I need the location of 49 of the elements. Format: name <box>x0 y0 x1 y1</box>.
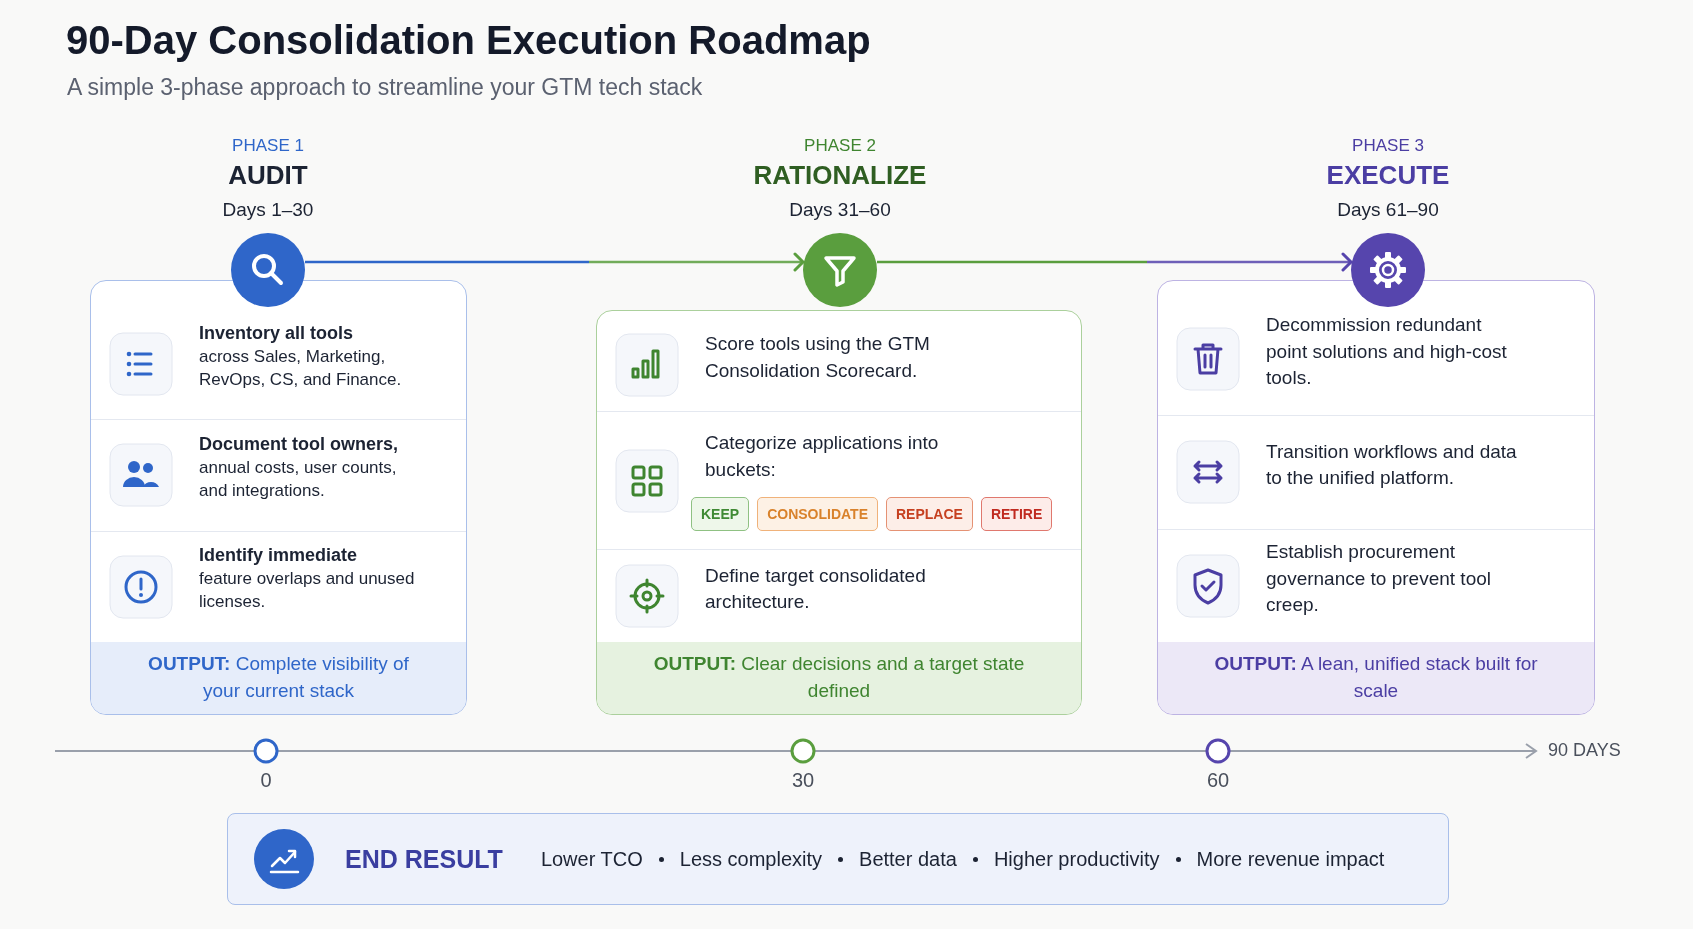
phase-days: Days 31–60 <box>789 199 891 221</box>
category-tag: KEEP <box>691 497 750 532</box>
tick-label: 0 <box>260 769 272 792</box>
tick-label: 60 <box>1206 769 1230 792</box>
result-item: Better data <box>859 847 957 871</box>
item-heading: Identify immediate <box>199 545 359 567</box>
phase-label: PHASE 2 <box>804 136 876 156</box>
result-item: More revenue impact <box>1196 847 1385 871</box>
item-description: annual costs, user counts, and integrations. <box>199 457 398 502</box>
result-item: Less complexity <box>679 847 823 871</box>
filter-icon <box>802 232 878 308</box>
category-tag: CONSOLIDATE <box>757 497 878 532</box>
item-description: across Sales, Marketing, RevOps, CS, and Finance. <box>199 345 403 391</box>
item-text: Transition workflows and data to the unified platform. <box>1266 439 1518 491</box>
title: 90-Day Consolidation Execution Roadmap <box>66 18 871 63</box>
axis-label: 90 DAYS <box>1548 740 1621 761</box>
phase-name: AUDIT <box>228 160 308 191</box>
result-item: Lower TCO <box>540 847 643 871</box>
phase-days: Days 1–30 <box>222 199 314 221</box>
item-text: Establish procurement governance to prevent tool creep. <box>1266 539 1492 618</box>
item-text: Define target consolidated architecture. <box>705 563 927 615</box>
item-text: Score tools using the GTM Consolidation Scorecard. <box>705 332 931 383</box>
output-banner: OUTPUT: A lean, unified stack built for scale <box>1158 642 1594 714</box>
phase-card <box>1157 280 1595 715</box>
phase-label: PHASE 3 <box>1352 136 1424 156</box>
settings-icon <box>1350 232 1426 308</box>
phase-card <box>90 280 467 715</box>
phase-name: EXECUTE <box>1326 160 1450 191</box>
phase-label: PHASE 1 <box>232 136 304 156</box>
tick-label: 30 <box>791 769 815 792</box>
search-icon <box>230 232 306 308</box>
phase-days: Days 61–90 <box>1337 199 1439 221</box>
output-banner: OUTPUT: Clear decisions and a target state defined <box>597 642 1081 714</box>
arrow <box>877 252 1353 272</box>
item-description: feature overlaps and unused licenses. <box>199 568 416 614</box>
arrow <box>305 252 805 272</box>
item-text: Categorize applications into buckets: <box>705 430 940 482</box>
phase-card <box>596 310 1082 715</box>
category-tag: RETIRE <box>980 497 1053 532</box>
phase-name: RATIONALIZE <box>753 160 927 191</box>
output-banner: OUTPUT: Complete visibility of your current stack <box>91 642 466 714</box>
result-banner <box>227 813 1449 905</box>
item-heading: Inventory all tools <box>199 322 355 344</box>
item-text: Decommission redundant point solutions and high-cost tools. <box>1266 313 1508 391</box>
item-heading: Document tool owners, <box>199 434 399 456</box>
result-heading: END RESULT <box>345 844 503 874</box>
category-tag: REPLACE <box>886 497 973 532</box>
result-item: Higher productivity <box>993 847 1160 871</box>
subtitle: A simple 3-phase approach to streamline your GTM tech stack <box>67 74 703 101</box>
